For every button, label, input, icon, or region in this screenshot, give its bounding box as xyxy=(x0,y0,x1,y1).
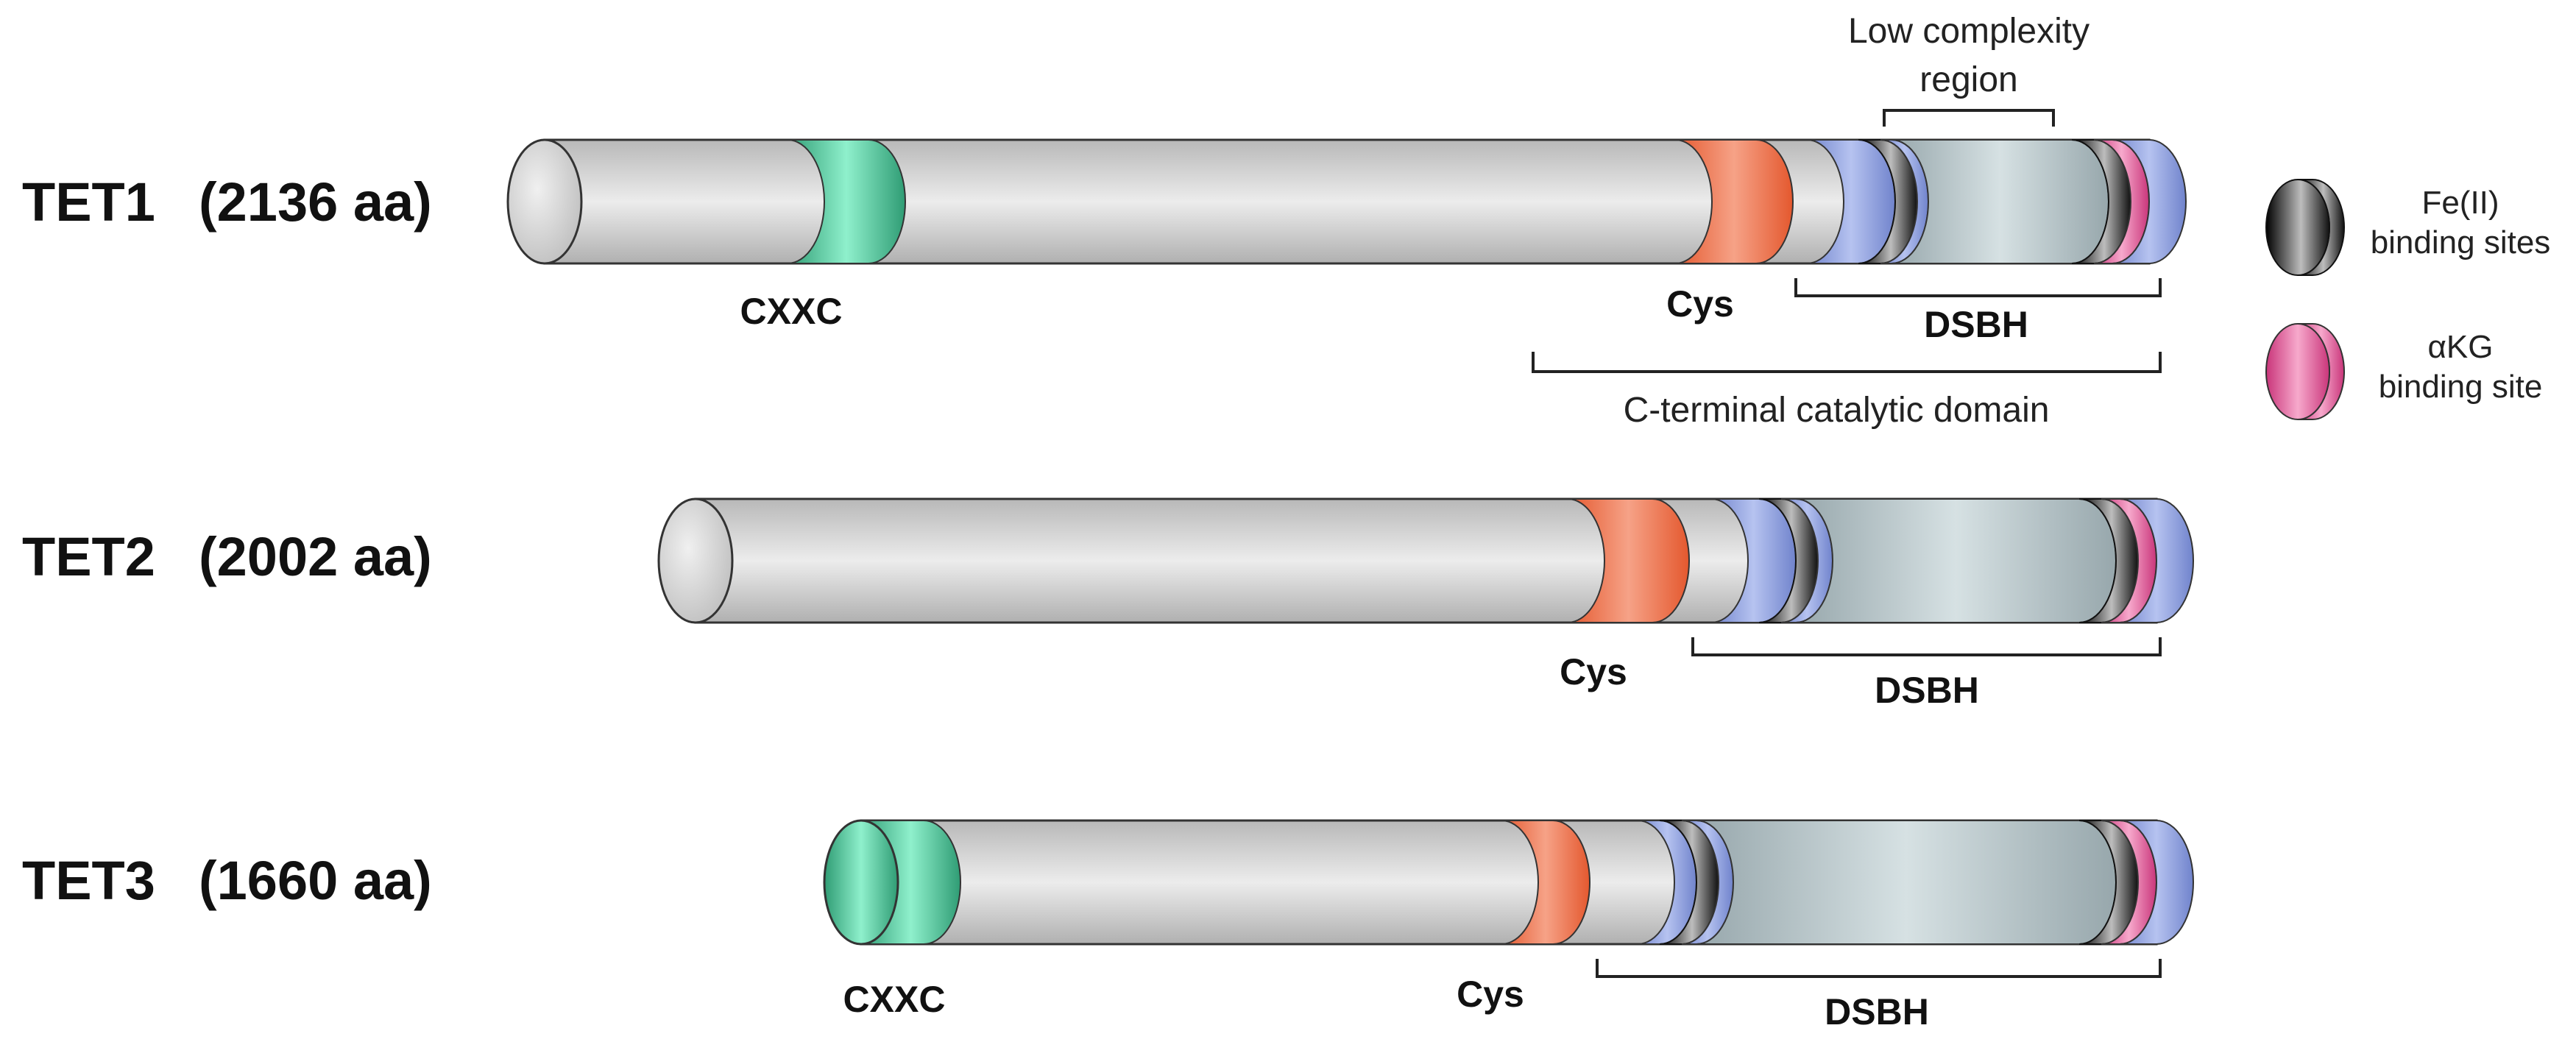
tet2-core-region xyxy=(1795,498,2117,623)
tet3-dsbh-label: DSBH xyxy=(1825,991,1929,1032)
catalytic-domain-bracket xyxy=(1532,352,2162,373)
tet3-row: TET3 (1660 aa) CXXC Cys DSBH xyxy=(22,819,2194,1032)
tet2-n-terminal-cap xyxy=(657,497,734,624)
tet3-dsbh-right-flank xyxy=(2119,820,2194,945)
legend-akg-line1: αKG xyxy=(2427,329,2493,365)
tet1-n-terminal-cap xyxy=(506,138,583,265)
tet1-dsbh-right-flank xyxy=(2112,139,2187,264)
tet3-cylinder xyxy=(823,819,2194,946)
catalytic-domain-label: C-terminal catalytic domain xyxy=(1624,391,2050,430)
legend: Fe(II) binding sites αKG binding site xyxy=(2265,179,2551,420)
tet3-core-region xyxy=(1696,820,2117,945)
tet1-cxxc-domain xyxy=(787,139,906,264)
tet2-title: TET2 (2002 aa) xyxy=(22,526,432,587)
tet1-cys-label: Cys xyxy=(1666,283,1734,325)
tet2-length: (2002 aa) xyxy=(199,526,432,587)
legend-fe-line2: binding sites xyxy=(2371,224,2551,260)
tet2-cys-label: Cys xyxy=(1560,651,1627,692)
tet1-row: TET1 (2136 aa) CXXC Cys DSBH Low complex… xyxy=(22,12,2187,430)
tet1-length: (2136 aa) xyxy=(199,171,432,233)
fe-swatch-face xyxy=(2265,179,2330,276)
low-complexity-bracket xyxy=(1883,109,2055,127)
legend-akg-line2: binding site xyxy=(2379,369,2543,405)
tet2-cylinder xyxy=(657,497,2194,624)
tet2-row: TET2 (2002 aa) Cys DSBH xyxy=(22,497,2194,711)
tet3-cys-label: Cys xyxy=(1457,974,1524,1015)
tet1-cxxc-label: CXXC xyxy=(740,291,843,332)
legend-fe-line1: Fe(II) xyxy=(2421,185,2499,221)
tet2-name: TET2 xyxy=(22,526,155,587)
tet3-length: (1660 aa) xyxy=(199,850,432,911)
low-complexity-label-line1: Low complexity xyxy=(1848,12,2090,51)
tet2-cys-domain xyxy=(1567,498,1690,623)
tet2-dsbh-bracket xyxy=(1691,637,2162,656)
tet3-cxxc-label: CXXC xyxy=(843,979,946,1020)
tet1-cylinder xyxy=(506,138,2187,265)
tet1-cys-domain xyxy=(1674,139,1794,264)
tet2-dsbh-label: DSBH xyxy=(1875,670,1979,711)
tet1-title: TET1 (2136 aa) xyxy=(22,171,432,233)
tet1-name: TET1 xyxy=(22,171,155,233)
legend-akg-item: αKG binding site xyxy=(2265,323,2543,420)
tet1-dsbh-label: DSBH xyxy=(1924,304,2028,345)
tet3-n-terminal-cap xyxy=(823,819,899,946)
akg-swatch-face xyxy=(2265,323,2330,420)
tet3-title: TET3 (1660 aa) xyxy=(22,850,432,911)
tet3-dsbh-bracket xyxy=(1596,959,2162,978)
tet1-dsbh-bracket xyxy=(1794,278,2162,297)
tet3-name: TET3 xyxy=(22,850,155,911)
tet2-dsbh-right-flank xyxy=(2119,498,2194,623)
low-complexity-label-line2: region xyxy=(1919,60,2017,99)
tet3-cys-domain xyxy=(1501,820,1590,945)
legend-fe-item: Fe(II) binding sites xyxy=(2265,179,2551,276)
